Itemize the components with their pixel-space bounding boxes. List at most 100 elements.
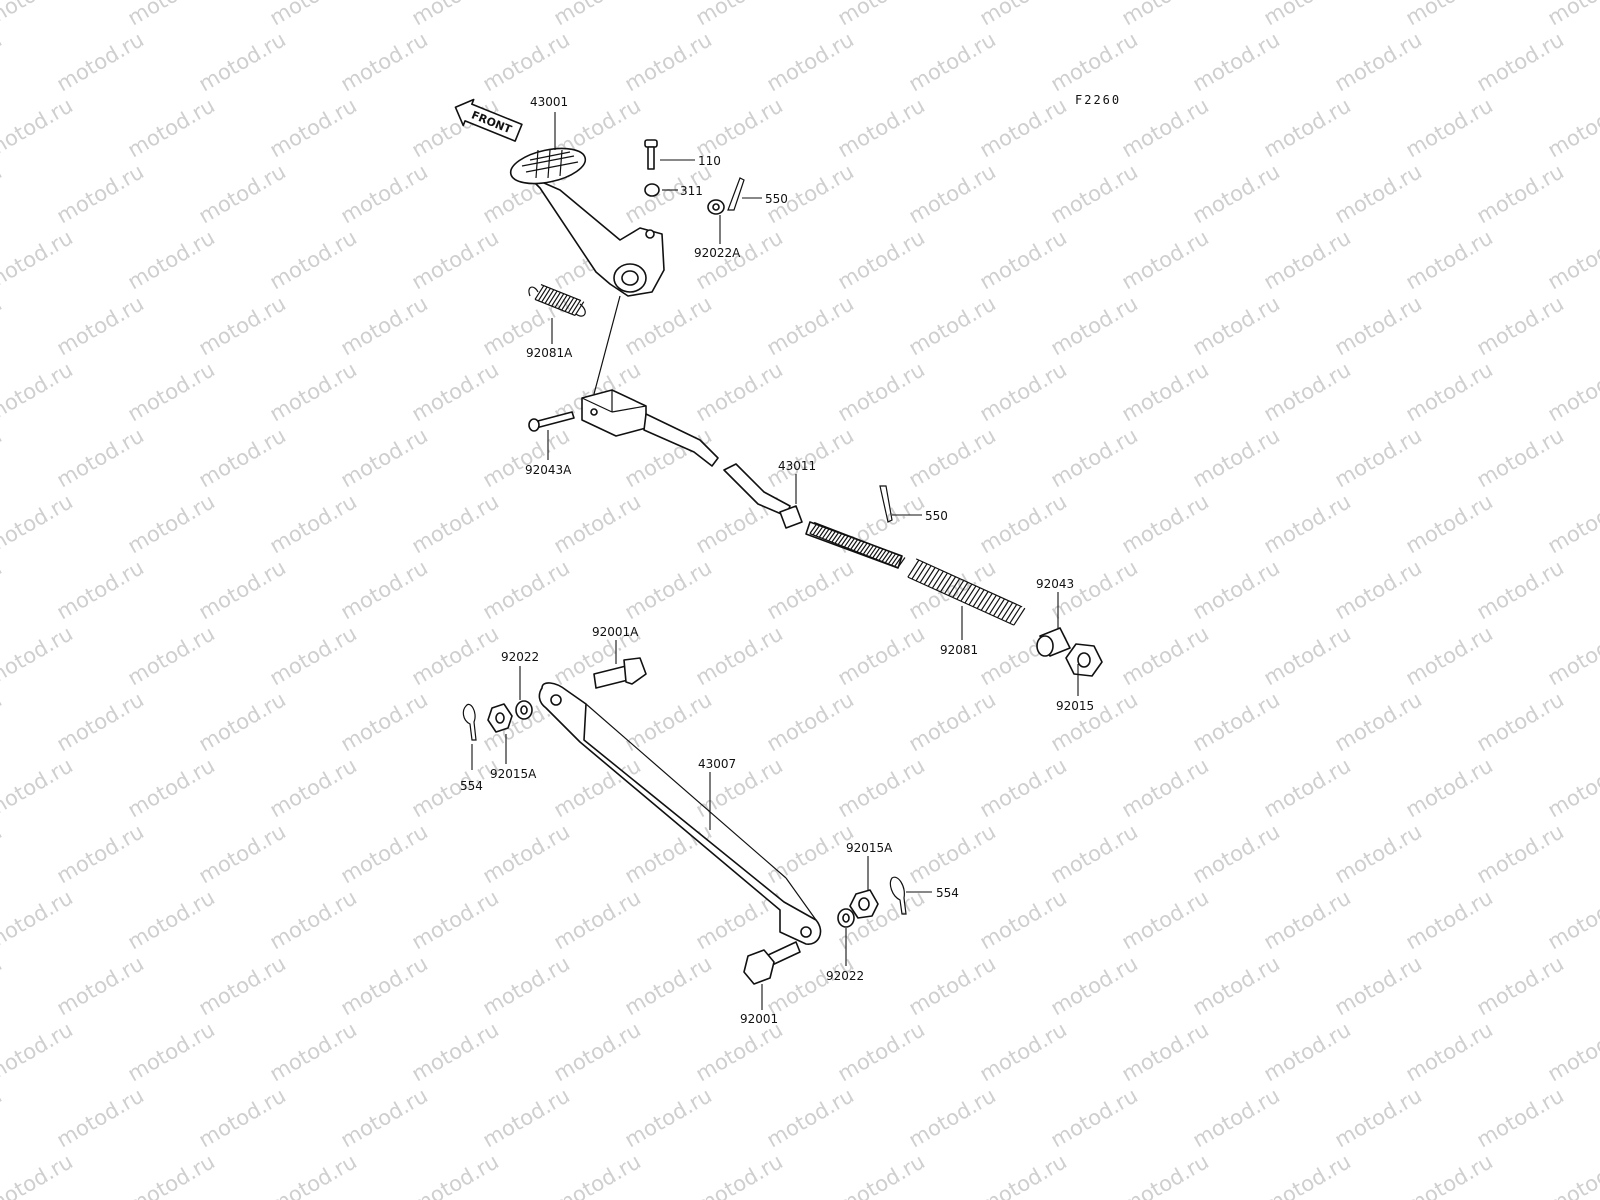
watermark-text: motod.ru xyxy=(834,753,929,822)
watermark-text: motod.ru xyxy=(195,1083,290,1152)
callout-554-left: 554 xyxy=(460,779,483,793)
brake-rod-clevis xyxy=(581,389,791,517)
watermark-text: motod.ru xyxy=(0,0,77,30)
watermark-text: motod.ru xyxy=(1402,93,1497,162)
pin-92043a xyxy=(528,411,575,432)
watermark-text: motod.ru xyxy=(408,753,503,822)
threaded-rod xyxy=(805,521,906,569)
watermark-text: motod.ru xyxy=(976,1149,1071,1200)
watermark-text: motod.ru xyxy=(195,291,290,360)
watermark-text: motod.ru xyxy=(1260,753,1355,822)
callout-550-top: 550 xyxy=(765,192,788,206)
callout-554-right: 554 xyxy=(936,886,959,900)
watermark-text: motod.ru xyxy=(1260,225,1355,294)
callout-92001a: 92001A xyxy=(592,625,639,639)
watermark-text: motod.ru xyxy=(0,423,6,492)
washer-92022-top xyxy=(515,700,533,720)
watermark-text: motod.ru xyxy=(976,0,1071,30)
watermark-text: motod.ru xyxy=(408,621,503,690)
clip-554-right xyxy=(889,876,907,915)
watermark-text: motod.ru xyxy=(621,555,716,624)
watermark-text: motod.ru xyxy=(1402,621,1497,690)
watermark-text: motod.ru xyxy=(621,1083,716,1152)
watermark-text: motod.ru xyxy=(1544,93,1600,162)
diagram-code: F2260 xyxy=(1075,93,1121,107)
watermark-text: motod.ru xyxy=(266,885,361,954)
callout-92022-bottom: 92022 xyxy=(826,969,864,983)
callout-92043a: 92043A xyxy=(525,463,572,477)
watermark-text: motod.ru xyxy=(266,621,361,690)
watermark-text: motod.ru xyxy=(266,489,361,558)
watermark-text: motod.ru xyxy=(1402,0,1497,30)
watermark-text: motod.ru xyxy=(1047,819,1142,888)
watermark-text: motod.ru xyxy=(53,1083,148,1152)
watermark-text: motod.ru xyxy=(337,687,432,756)
watermark-text: motod.ru xyxy=(1189,951,1284,1020)
watermark-text: motod.ru xyxy=(124,357,219,426)
watermark-text: motod.ru xyxy=(0,819,6,888)
watermark-text: motod.ru xyxy=(1544,225,1600,294)
watermark-text: motod.ru xyxy=(1118,885,1213,954)
watermark-text: motod.ru xyxy=(1402,885,1497,954)
watermark-text: motod.ru xyxy=(1544,1149,1600,1200)
watermark-text: motod.ru xyxy=(0,753,77,822)
watermark-text: motod.ru xyxy=(337,951,432,1020)
watermark-text: motod.ru xyxy=(905,819,1000,888)
cotter-pin-550-middle xyxy=(879,485,893,523)
watermark-text: motod.ru xyxy=(195,27,290,96)
watermark-text: motod.ru xyxy=(1118,225,1213,294)
watermark-text: motod.ru xyxy=(337,555,432,624)
watermark-text: motod.ru xyxy=(763,27,858,96)
watermark-text: motod.ru xyxy=(1189,423,1284,492)
nut-92015a-left xyxy=(487,703,513,733)
watermark-text: motod.ru xyxy=(195,555,290,624)
watermark-text: motod.ru xyxy=(337,1083,432,1152)
watermark-text: motod.ru xyxy=(0,687,6,756)
watermark-text: motod.ru xyxy=(834,0,929,30)
watermark-text: motod.ru xyxy=(1260,1149,1355,1200)
callout-92022-top: 92022 xyxy=(501,650,539,664)
watermark-text: motod.ru xyxy=(53,687,148,756)
watermark-text: motod.ru xyxy=(53,819,148,888)
bolt-92001 xyxy=(743,941,801,985)
watermark-text: motod.ru xyxy=(763,555,858,624)
callout-92015a-left: 92015A xyxy=(490,767,537,781)
callout-92015: 92015 xyxy=(1056,699,1094,713)
watermark-text: motod.ru xyxy=(124,489,219,558)
watermark-text: motod.ru xyxy=(1260,93,1355,162)
watermark-text: motod.ru xyxy=(834,357,929,426)
watermark-text: motod.ru xyxy=(195,423,290,492)
watermark-text: motod.ru xyxy=(408,885,503,954)
washer-92022-bottom xyxy=(837,908,855,928)
watermark-text: motod.ru xyxy=(53,159,148,228)
watermark-text: motod.ru xyxy=(1047,687,1142,756)
watermark-text: motod.ru xyxy=(479,1083,574,1152)
watermark-text: motod.ru xyxy=(124,1149,219,1200)
watermark-text: motod.ru xyxy=(621,291,716,360)
nut-92015a-right xyxy=(849,889,879,919)
watermark-text: motod.ru xyxy=(337,819,432,888)
watermark-text: motod.ru xyxy=(1047,1083,1142,1152)
watermark-text: motod.ru xyxy=(124,93,219,162)
watermark-text: motod.ru xyxy=(834,225,929,294)
watermark-text: motod.ru xyxy=(266,1017,361,1086)
watermark-text: motod.ru xyxy=(976,489,1071,558)
watermark-text: motod.ru xyxy=(1331,687,1426,756)
watermark-text: motod.ru xyxy=(763,687,858,756)
watermark-text: motod.ru xyxy=(1473,423,1568,492)
watermark-text: motod.ru xyxy=(1189,687,1284,756)
watermark-text: motod.ru xyxy=(266,357,361,426)
watermark-text: motod.ru xyxy=(1260,621,1355,690)
spring-92081 xyxy=(907,558,1026,626)
watermark-text: motod.ru xyxy=(0,885,77,954)
watermark-text: motod.ru xyxy=(1544,1017,1600,1086)
watermark-text: motod.ru xyxy=(408,489,503,558)
watermark-text: motod.ru xyxy=(1331,1083,1426,1152)
watermark-text: motod.ru xyxy=(408,1149,503,1200)
watermark-text: motod.ru xyxy=(1260,357,1355,426)
callout-92015a-right: 92015A xyxy=(846,841,893,855)
watermark-text: motod.ru xyxy=(550,1149,645,1200)
watermark-text: motod.ru xyxy=(1189,1083,1284,1152)
watermark-text: motod.ru xyxy=(408,1017,503,1086)
watermark-text: motod.ru xyxy=(1331,951,1426,1020)
